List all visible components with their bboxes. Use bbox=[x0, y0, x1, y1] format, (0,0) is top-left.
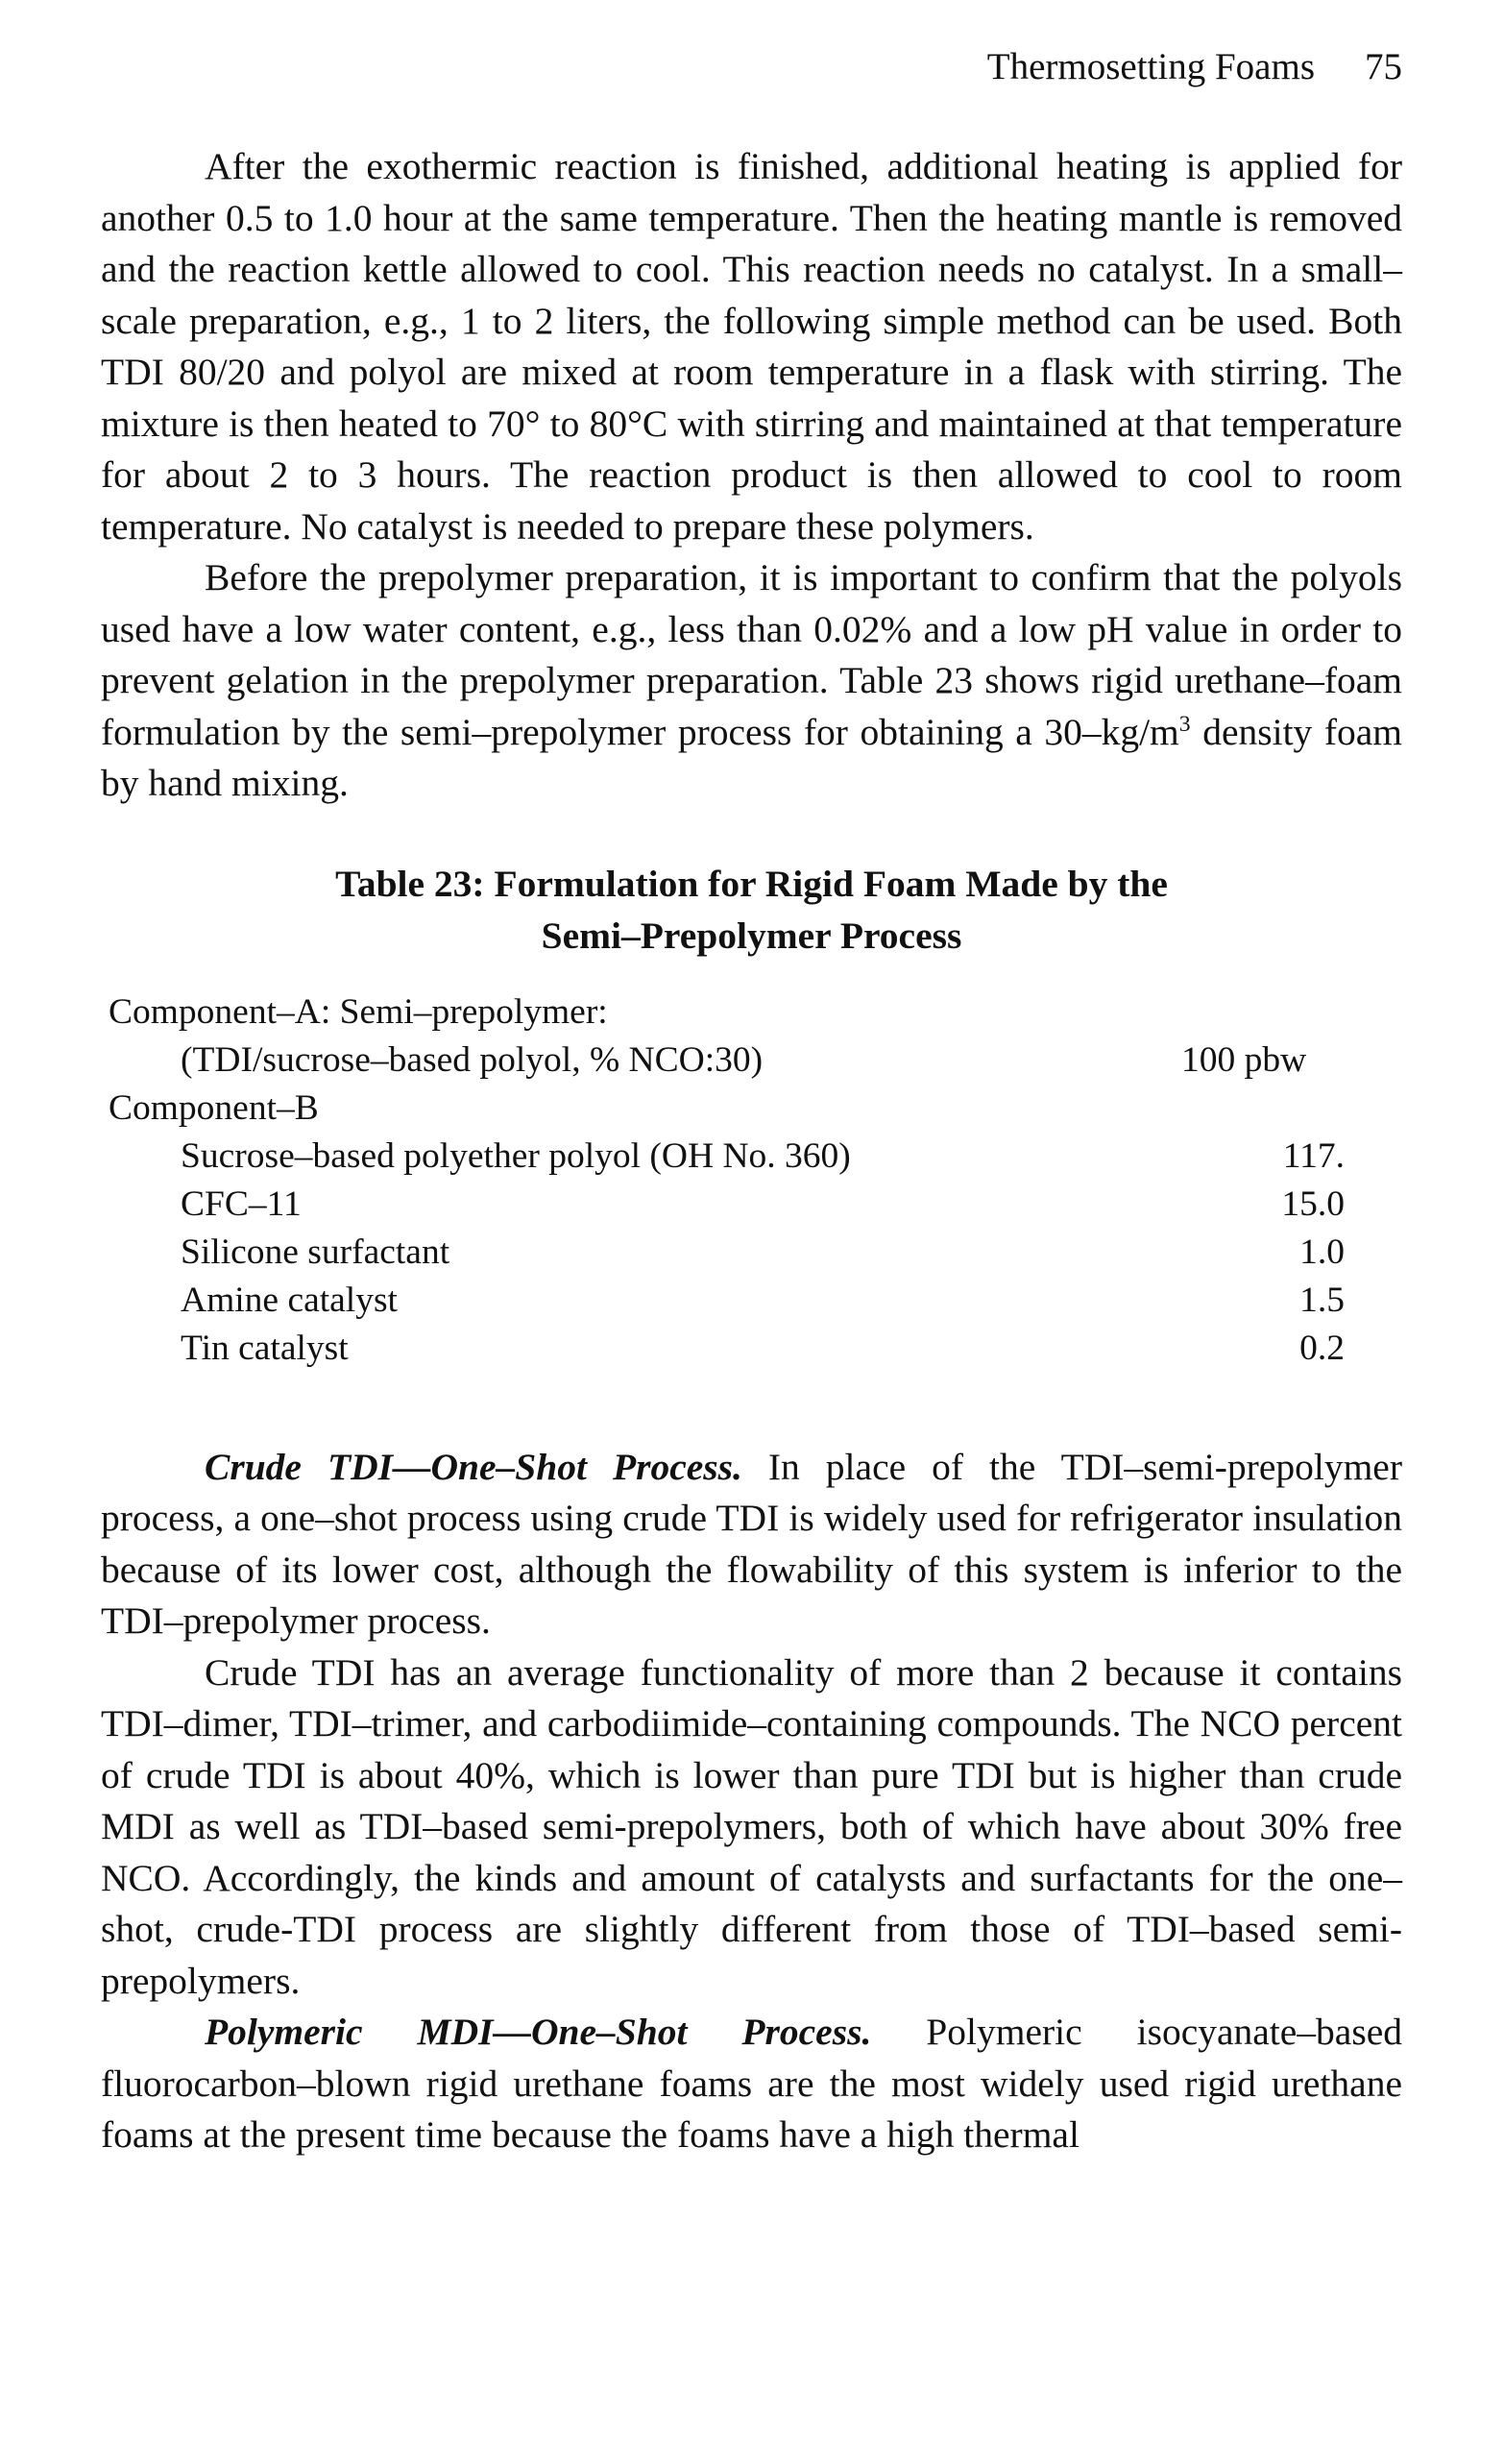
section-run-in-heading: Polymeric MDI—One–Shot Process. bbox=[205, 2011, 872, 2053]
ingredient-amount: 15.0 bbox=[1281, 1183, 1345, 1224]
table-caption: Table 23: Formulation for Rigid Foam Mad… bbox=[101, 858, 1402, 962]
table-caption-line: Semi–Prepolymer Process bbox=[541, 914, 962, 957]
running-header: Thermosetting Foams 75 bbox=[101, 43, 1402, 91]
page-number: 75 bbox=[1365, 46, 1402, 87]
running-title: Thermosetting Foams bbox=[986, 46, 1315, 87]
paragraph-prepolymer-preparation: Before the prepolymer preparation, it is… bbox=[101, 552, 1402, 810]
component-a-amount: 100 pbw bbox=[1181, 1039, 1307, 1080]
book-page: Thermosetting Foams 75 After the exother… bbox=[101, 43, 1402, 2161]
ingredient-amount: 117. bbox=[1282, 1135, 1345, 1176]
paragraph-text: density foam by hand mixing. bbox=[101, 710, 1403, 805]
table-row: (TDI/sucrose–based polyol, % NCO:30) 100… bbox=[101, 1037, 1402, 1085]
ingredient-amount: 1.0 bbox=[1299, 1232, 1345, 1272]
ingredient-name: Amine catalyst bbox=[181, 1280, 398, 1320]
table-row: Component–A: Semi–prepolymer: bbox=[101, 988, 1402, 1037]
paragraph-polymeric-mdi: Polymeric MDI—One–Shot Process. Polymeri… bbox=[101, 2007, 1402, 2161]
section-run-in-heading: Crude TDI—One–Shot Process. bbox=[205, 1445, 742, 1488]
ingredient-amount: 0.2 bbox=[1299, 1328, 1345, 1368]
ingredient-name: Silicone surfactant bbox=[181, 1232, 450, 1272]
paragraph-crude-tdi-functionality: Crude TDI has an average functionality o… bbox=[101, 1650, 1402, 2002]
table-row: CFC–11 15.0 bbox=[101, 1181, 1402, 1229]
ingredient-amount: 1.5 bbox=[1299, 1280, 1345, 1320]
table-caption-line: Table 23: Formulation for Rigid Foam Mad… bbox=[335, 862, 1168, 905]
paragraph-text: In place of the TDI–semi-prepolymer proc… bbox=[101, 1445, 1402, 1643]
paragraph-exothermic-reaction: After the exothermic reaction is finishe… bbox=[101, 145, 1402, 548]
table-row: Amine catalyst 1.5 bbox=[101, 1277, 1402, 1325]
component-b-label: Component–B bbox=[109, 1087, 319, 1128]
table-row: Sucrose–based polyether polyol (OH No. 3… bbox=[101, 1133, 1402, 1181]
ingredient-name: CFC–11 bbox=[181, 1183, 302, 1224]
paragraph-text: Polymeric isocyanate–based fluorocarbon–… bbox=[101, 2011, 1402, 2156]
ingredient-name: Sucrose–based polyether polyol (OH No. 3… bbox=[181, 1135, 851, 1176]
table-row: Silicone surfactant 1.0 bbox=[101, 1229, 1402, 1277]
ingredient-name: Tin catalyst bbox=[181, 1328, 349, 1368]
table-row: Tin catalyst 0.2 bbox=[101, 1325, 1402, 1373]
paragraph-text: Before the prepolymer preparation, it is… bbox=[101, 556, 1402, 753]
superscript-cubed: 3 bbox=[1178, 711, 1191, 737]
table-row: Component–B bbox=[101, 1085, 1402, 1133]
paragraph-crude-tdi: Crude TDI—One–Shot Process. In place of … bbox=[101, 1442, 1402, 1647]
component-a-detail: (TDI/sucrose–based polyol, % NCO:30) bbox=[181, 1039, 764, 1080]
component-a-label: Component–A: Semi–prepolymer: bbox=[109, 991, 608, 1032]
formulation-table: Component–A: Semi–prepolymer: (TDI/sucro… bbox=[101, 988, 1402, 1373]
